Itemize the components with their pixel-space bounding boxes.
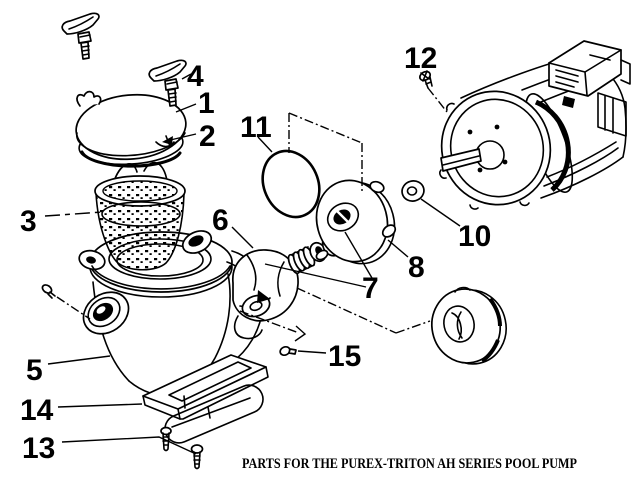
callout-11: 11 bbox=[240, 111, 272, 144]
drain-plug-screw bbox=[41, 284, 56, 299]
callout-2: 2 bbox=[199, 120, 216, 153]
callouts: 1 2 3 4 5 6 7 8 10 11 12 13 14 15 bbox=[20, 42, 491, 465]
seal-plate bbox=[315, 179, 397, 265]
impeller bbox=[232, 249, 299, 340]
callout-3: 3 bbox=[20, 205, 37, 238]
clamp-knob bbox=[61, 12, 100, 60]
callout-13: 13 bbox=[22, 432, 55, 465]
seal-plate-cover bbox=[431, 286, 507, 365]
callout-1: 1 bbox=[198, 87, 215, 120]
callout-15: 15 bbox=[328, 340, 361, 373]
pump-lid bbox=[75, 90, 187, 161]
callout-4: 4 bbox=[187, 60, 204, 93]
diffuser-screw bbox=[279, 345, 297, 357]
callout-8: 8 bbox=[408, 251, 425, 284]
o-ring bbox=[261, 149, 321, 219]
callout-14: 14 bbox=[20, 394, 54, 427]
leader-lines bbox=[47, 73, 461, 455]
strainer-basket bbox=[91, 161, 231, 290]
callout-12: 12 bbox=[404, 42, 437, 75]
callout-6: 6 bbox=[212, 204, 229, 237]
base-bolts bbox=[160, 426, 204, 470]
washer bbox=[401, 180, 425, 202]
motor bbox=[439, 40, 631, 210]
callout-10: 10 bbox=[458, 220, 491, 253]
diagram-caption: PARTS FOR THE PUREX-TRITON AH SERIES POO… bbox=[242, 456, 577, 472]
callout-7: 7 bbox=[362, 272, 379, 305]
center-lines bbox=[44, 87, 448, 342]
callout-5: 5 bbox=[26, 354, 43, 387]
motor-screw bbox=[418, 70, 433, 89]
